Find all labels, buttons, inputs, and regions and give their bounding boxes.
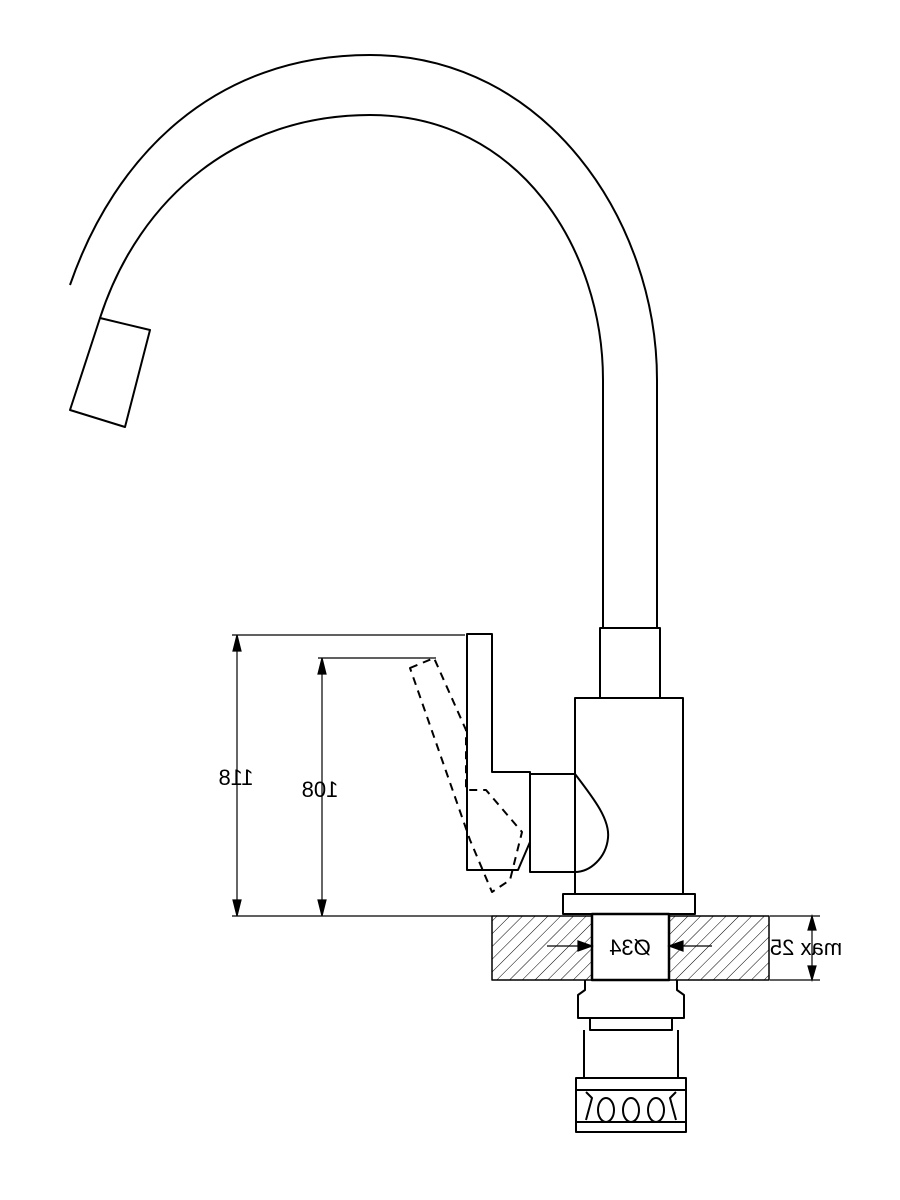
dimension-118-label: 118 (218, 765, 253, 790)
countertop-section (491, 915, 770, 981)
dimension-108-label: 108 (302, 777, 339, 802)
dimension-max25-label: max 25 (770, 935, 842, 960)
lever-handle-open-dashed (409, 657, 523, 893)
fixing-nut-assembly (575, 980, 687, 1133)
dimension-d34-arrows (547, 940, 712, 952)
cartridge-housing (529, 773, 610, 873)
dimension-max25-line (770, 913, 820, 983)
dimension-118-line (232, 634, 242, 917)
lever-handle (466, 633, 531, 871)
mounting-flange (562, 893, 696, 915)
spout (69, 54, 658, 628)
shank (590, 912, 671, 982)
spout-collar (599, 627, 661, 699)
aerator (69, 317, 151, 428)
dimension-d34-label: Ø34 (609, 935, 651, 960)
dimension-108-line (317, 657, 327, 917)
